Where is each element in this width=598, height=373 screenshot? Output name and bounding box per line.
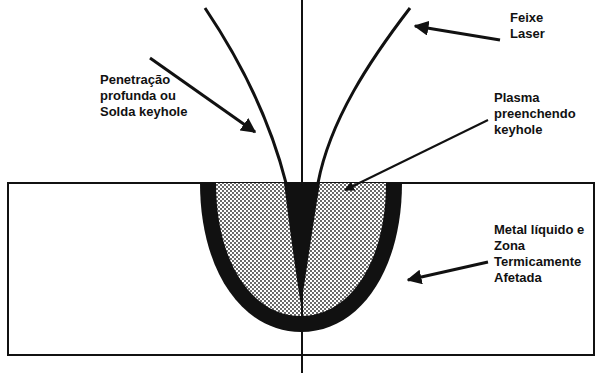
laser-beam-edge <box>205 8 286 183</box>
laser-beam-edge <box>318 8 410 183</box>
process-label: Penetração profunda ou Solda keyhole <box>100 72 200 120</box>
leader-arrow <box>408 262 488 280</box>
zone-label: Metal líquido e Zona Termicamente Afetad… <box>494 222 590 286</box>
center-axis <box>301 0 303 373</box>
leader-line <box>345 120 488 190</box>
beam-label: Feixe Laser <box>510 10 570 42</box>
plasma-label: Plasma preenchendo keyhole <box>494 90 590 138</box>
leader-arrow <box>415 26 500 40</box>
